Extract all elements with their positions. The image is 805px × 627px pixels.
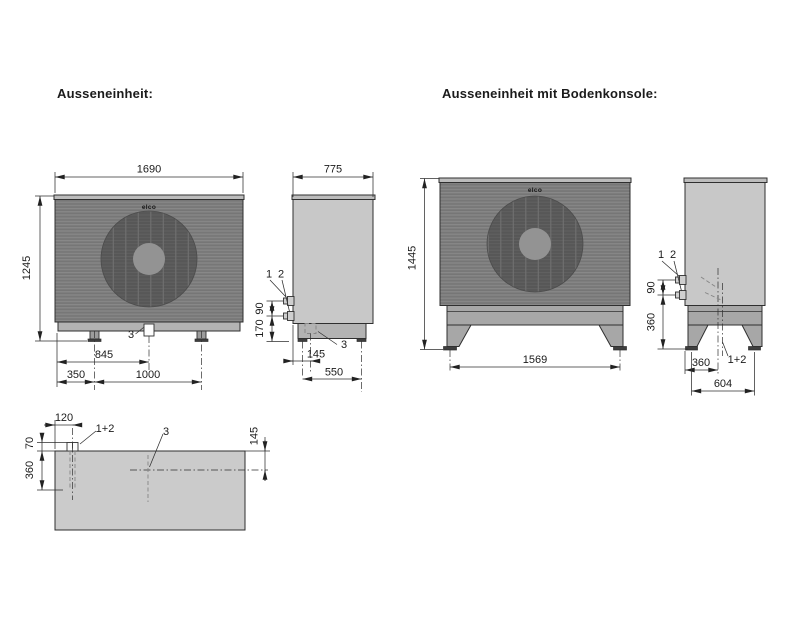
console-rail	[687, 305, 763, 326]
dim-plan-pipe-y: 70 360	[24, 432, 67, 491]
console-foot	[748, 346, 761, 351]
dim-plan-pipe-x: 120	[44, 412, 83, 449]
pipe-connection-2	[679, 290, 687, 300]
console-side-view: 1 2 1+2 90 360 360 604	[646, 177, 768, 396]
console-leg	[446, 324, 472, 347]
brand-logo: elco	[528, 187, 542, 194]
console-leg	[598, 324, 624, 347]
pipe2-callout: 2	[670, 249, 676, 261]
dim-label: 90	[646, 281, 658, 293]
dim-label: 90	[254, 302, 266, 314]
center-lines	[302, 333, 362, 392]
front-view: elco 3 1690 1245 845 350 1000	[21, 164, 245, 390]
unit-side-panel	[292, 199, 374, 324]
side-view: 1 2 3 775 90 170 145 550	[254, 164, 376, 392]
leader-lines	[269, 279, 290, 312]
dim-side-drain: 145	[283, 325, 325, 365]
foot-pad	[356, 338, 367, 342]
foot-pad	[297, 338, 308, 342]
pipe-connection-1	[287, 296, 295, 306]
dim-label: 604	[714, 378, 732, 390]
pipes-callout: 1+2	[96, 423, 115, 435]
dim-label: 360	[24, 461, 36, 479]
dim-console-height: 1445	[407, 178, 443, 350]
pipe2-callout: 2	[278, 269, 284, 281]
dim-label: 360	[646, 313, 658, 331]
dim-console-pipe-heights: 90 360	[646, 279, 688, 350]
condensate-drain	[143, 323, 155, 337]
dim-label: 1569	[523, 354, 547, 366]
dim-console-feet-width: 1569	[449, 354, 621, 370]
dim-foot-positions: 350 1000	[56, 369, 202, 385]
unit-top-cap	[438, 177, 632, 183]
drain-callout: 3	[163, 426, 169, 438]
leader-lines	[661, 260, 682, 292]
dim-front-width: 1690	[54, 164, 244, 193]
console-foot	[613, 346, 627, 351]
extension-lines	[691, 352, 755, 396]
brand-logo: elco	[142, 204, 156, 211]
console-front-view: elco 1445 1569	[407, 177, 632, 372]
dim-label: 550	[325, 367, 343, 379]
pipe1-callout: 1	[658, 249, 664, 261]
pipe1-callout: 1	[266, 269, 272, 281]
drain-callout: 3	[341, 339, 347, 351]
fan-hub	[519, 228, 551, 260]
dim-drain-position: 845	[56, 333, 150, 387]
dim-label: 170	[254, 319, 266, 337]
leader-line	[722, 341, 729, 357]
fan-hub	[133, 243, 165, 275]
console-rail	[446, 305, 624, 326]
left-section-title: Ausseneinheit:	[57, 86, 153, 101]
unit-base	[297, 323, 367, 339]
dim-label: 70	[24, 437, 36, 449]
leader-line	[317, 331, 338, 345]
plan-view: 1+2 3 120 70 360 145	[24, 412, 270, 531]
unit-side-panel	[684, 182, 766, 306]
drain-callout: 3	[128, 329, 134, 341]
console-foot	[443, 346, 457, 351]
unit-top-cap	[53, 194, 245, 200]
dim-side-feet: 550	[302, 367, 362, 382]
pipe-hidden-lines	[69, 451, 76, 490]
leader-line	[135, 327, 144, 335]
dim-label: 350	[67, 369, 85, 381]
pipes-callout: 1+2	[728, 354, 747, 366]
unit-top-cap	[291, 194, 376, 200]
dim-console-pipe-depth: 360	[684, 351, 719, 374]
dim-console-feet-depth: 604	[691, 352, 755, 396]
dim-label: 145	[307, 349, 325, 361]
pipe-connection-2	[287, 311, 295, 321]
dim-label: 360	[692, 357, 710, 369]
dim-label: 845	[95, 349, 113, 361]
pipe-routing-hidden-lines	[700, 276, 722, 301]
console-foot	[685, 346, 698, 351]
dim-label: 145	[249, 427, 261, 445]
dim-side-depth: 775	[292, 164, 374, 197]
unit-footprint-slab	[54, 450, 246, 531]
dim-label: 1445	[407, 246, 419, 270]
leader-line	[79, 430, 97, 445]
pipe-routing-center-lines	[717, 268, 723, 375]
dim-label: 775	[324, 164, 342, 176]
dim-label: 120	[55, 412, 73, 424]
dim-label: 1690	[137, 164, 161, 176]
dim-label: 1245	[21, 256, 33, 280]
leader-line	[149, 433, 164, 468]
dim-front-height: 1245	[21, 195, 87, 342]
dim-pipe-heights: 90 170	[254, 300, 289, 342]
unit-top-cap	[683, 177, 768, 183]
dim-plan-drain-y: 145	[245, 427, 270, 481]
right-section-title: Ausseneinheit mit Bodenkonsole:	[442, 86, 658, 101]
dim-label: 1000	[136, 369, 160, 381]
pipe-connection-1	[679, 275, 687, 285]
